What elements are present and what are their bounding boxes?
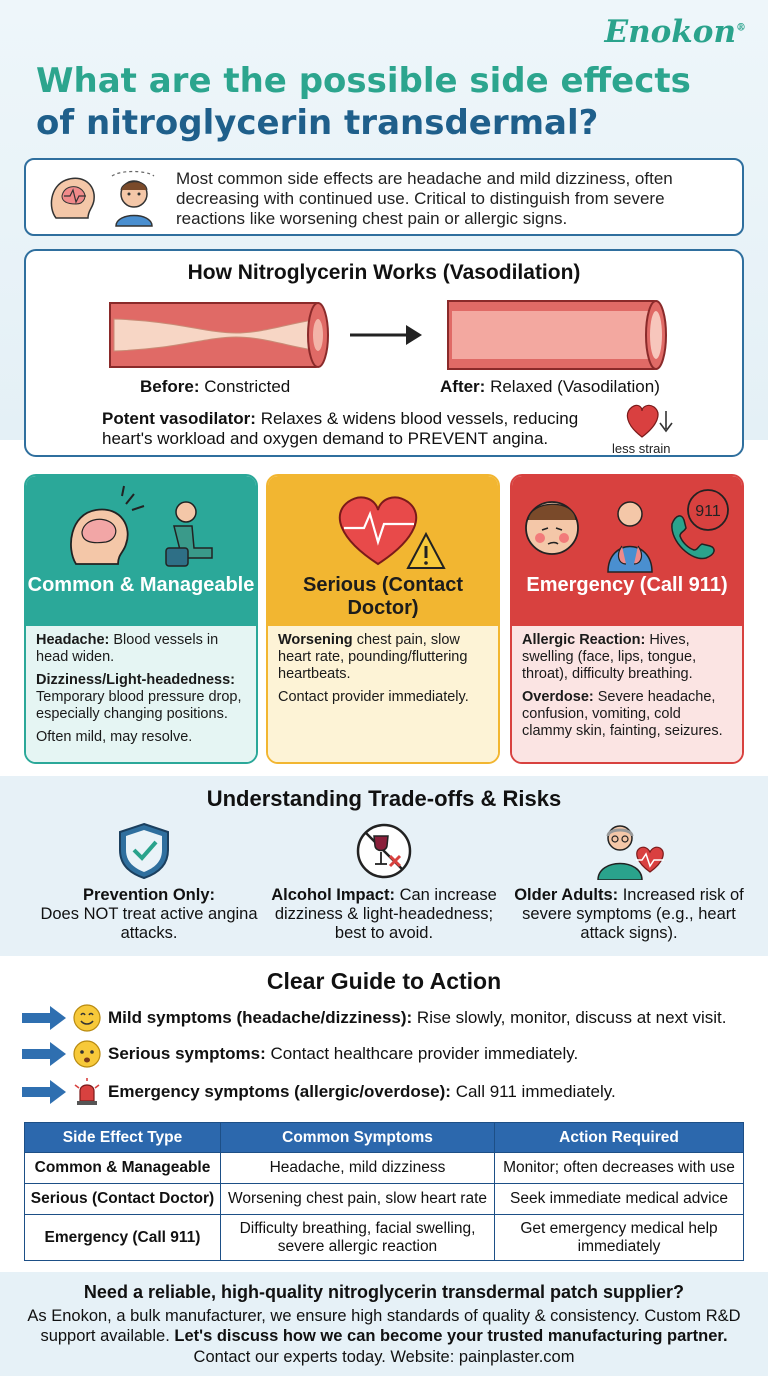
dilated-vessel-icon bbox=[447, 300, 667, 370]
emergency-card: 911 Emergency (Call 911) Allergic Reacti… bbox=[510, 474, 744, 764]
tradeoff-older-adults: Older Adults: Increased risk of severe s… bbox=[514, 886, 744, 942]
guide-row-mild: Mild symptoms (headache/dizziness): Rise… bbox=[22, 1002, 762, 1034]
common-card-title: Common & Manageable bbox=[27, 574, 255, 596]
footer-question: Need a reliable, high-quality nitroglyce… bbox=[83, 1282, 685, 1302]
guide-emergency-text: Emergency symptoms (allergic/overdose): … bbox=[108, 1082, 616, 1101]
vessel-diagram bbox=[109, 300, 667, 370]
tradeoff-prevention: Prevention Only:Does NOT treat active an… bbox=[40, 886, 258, 942]
guide-mild-text: Mild symptoms (headache/dizziness): Rise… bbox=[108, 1008, 727, 1027]
phone-911-label: 911 bbox=[695, 503, 721, 520]
footer-paragraph: As Enokon, a bulk manufacturer, we ensur… bbox=[27, 1307, 741, 1345]
table-cell: Serious (Contact Doctor) bbox=[24, 1183, 221, 1215]
arrow-right-icon bbox=[22, 1006, 66, 1030]
older-adult-icon bbox=[597, 825, 664, 880]
tradeoffs-title: Understanding Trade-offs & Risks bbox=[206, 786, 562, 811]
emergency-card-header: 911 Emergency (Call 911) bbox=[512, 476, 742, 626]
guide-row-emergency: Emergency symptoms (allergic/overdose): … bbox=[22, 1076, 762, 1108]
side-effects-table: Side Effect Type Common Symptoms Action … bbox=[24, 1122, 744, 1261]
table-cell: Common & Manageable bbox=[24, 1152, 221, 1184]
serious-card-title: Serious (Contact Doctor) bbox=[302, 574, 464, 619]
mechanism-panel: How Nitroglycerin Works (Vasodilation) B… bbox=[24, 249, 744, 457]
no-alcohol-icon bbox=[356, 823, 412, 879]
summary-box: Most common side effects are headache an… bbox=[24, 158, 744, 236]
summary-text: Most common side effects are headache an… bbox=[176, 169, 673, 228]
mechanism-title: How Nitroglycerin Works (Vasodilation) bbox=[187, 261, 581, 284]
before-caption: Before: Constricted bbox=[140, 377, 291, 396]
table-header: Action Required bbox=[494, 1122, 744, 1153]
headache-icon bbox=[70, 485, 213, 567]
table-header: Common Symptoms bbox=[220, 1122, 495, 1153]
breathing-difficulty-icon bbox=[607, 501, 653, 573]
table-cell: Monitor; often decreases with use bbox=[494, 1152, 744, 1184]
worried-face-icon bbox=[73, 1040, 101, 1068]
table-header-row: Side Effect Type Common Symptoms Action … bbox=[24, 1122, 744, 1153]
smile-icon bbox=[73, 1004, 101, 1032]
constricted-vessel-icon bbox=[109, 302, 329, 368]
less-strain-label: less strain bbox=[612, 441, 671, 456]
sitting-person-icon bbox=[165, 501, 213, 567]
table-header: Side Effect Type bbox=[24, 1122, 221, 1153]
table-cell: Worsening chest pain, slow heart rate bbox=[220, 1183, 495, 1215]
table-cell: Emergency (Call 911) bbox=[24, 1214, 221, 1261]
after-caption: After: Relaxed (Vasodilation) bbox=[440, 377, 660, 396]
guide-serious-text: Serious symptoms: Contact healthcare pro… bbox=[108, 1044, 579, 1063]
emergency-card-body: Allergic Reaction: Hives, swelling (face… bbox=[512, 626, 742, 762]
phone-911-icon: 911 bbox=[671, 489, 729, 560]
allergic-face-icon: 911 bbox=[525, 489, 729, 573]
table-row: Serious (Contact Doctor) Worsening chest… bbox=[24, 1183, 744, 1215]
page-title: What are the possible side effects of ni… bbox=[36, 60, 756, 144]
table-cell: Headache, mild dizziness bbox=[220, 1152, 495, 1184]
table-row: Emergency (Call 911) Difficulty breathin… bbox=[24, 1214, 744, 1261]
mechanism-description: Potent vasodilator: Relaxes & widens blo… bbox=[102, 409, 579, 448]
tradeoff-alcohol: Alcohol Impact: Can increase dizziness &… bbox=[271, 886, 497, 942]
shield-check-icon bbox=[119, 822, 169, 880]
serious-card-body: Worsening chest pain, slow heart rate, p… bbox=[268, 626, 498, 762]
guide-title: Clear Guide to Action bbox=[266, 968, 502, 994]
guide-row-serious: Serious symptoms: Contact healthcare pro… bbox=[22, 1038, 762, 1070]
common-card: Common & Manageable Headache: Blood vess… bbox=[24, 474, 258, 764]
footer-contact: Contact our experts today. Website: pain… bbox=[193, 1348, 575, 1366]
serious-card: Serious (Contact Doctor) Worsening chest… bbox=[266, 474, 500, 764]
serious-card-header: Serious (Contact Doctor) bbox=[268, 476, 498, 626]
table-row: Common & Manageable Headache, mild dizzi… bbox=[24, 1152, 744, 1184]
title-line-1: What are the possible side effects bbox=[36, 61, 691, 101]
brand-logo: Enokon® bbox=[604, 14, 746, 50]
heart-warning-icon bbox=[338, 496, 446, 569]
head-ache-icon bbox=[50, 170, 155, 227]
footer-cta: Need a reliable, high-quality nitroglyce… bbox=[0, 1272, 768, 1376]
arrow-right-icon bbox=[22, 1042, 66, 1066]
table-cell: Seek immediate medical advice bbox=[494, 1183, 744, 1215]
common-card-body: Headache: Blood vessels in head widen. D… bbox=[26, 626, 256, 762]
heart-icon bbox=[626, 404, 673, 438]
common-card-header: Common & Manageable bbox=[26, 476, 256, 626]
table-cell: Get emergency medical help immediately bbox=[494, 1214, 744, 1261]
emergency-card-title: Emergency (Call 911) bbox=[526, 574, 728, 596]
title-line-2: of nitroglycerin transdermal? bbox=[36, 103, 599, 143]
table-cell: Difficulty breathing, facial swelling, s… bbox=[220, 1214, 495, 1261]
arrow-right-icon bbox=[350, 325, 422, 345]
arrow-right-icon bbox=[22, 1080, 66, 1104]
siren-icon bbox=[74, 1078, 100, 1105]
